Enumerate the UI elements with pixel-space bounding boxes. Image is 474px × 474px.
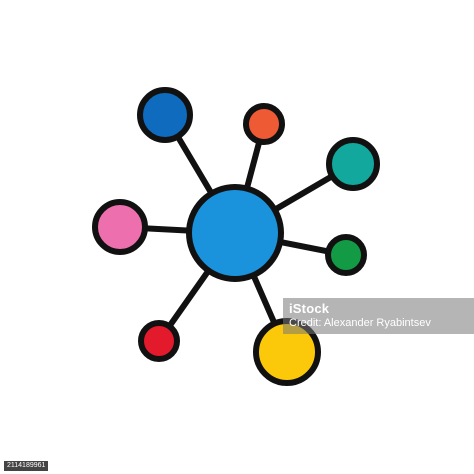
istock-watermark: iStock Credit: Alexander Ryabintsev bbox=[283, 298, 474, 334]
node-orange bbox=[243, 103, 285, 145]
watermark-brand: iStock bbox=[289, 301, 330, 316]
watermark-credit: Credit: Alexander Ryabintsev bbox=[289, 317, 431, 329]
node-red bbox=[138, 320, 180, 362]
node-green bbox=[325, 234, 367, 276]
hub-node bbox=[186, 184, 284, 282]
node-teal bbox=[326, 137, 380, 191]
node-blue bbox=[137, 87, 193, 143]
node-pink bbox=[92, 199, 148, 255]
image-id-tag: 2114189961 bbox=[4, 461, 49, 471]
